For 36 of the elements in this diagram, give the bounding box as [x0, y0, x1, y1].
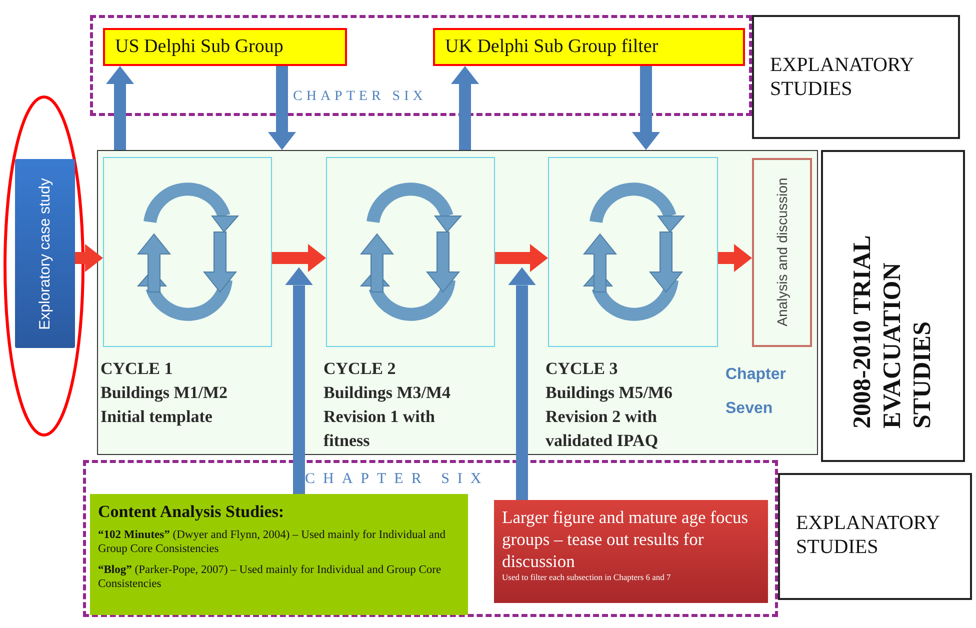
- case-study-box: [15, 159, 75, 348]
- block-arrow: [285, 267, 313, 494]
- case-study-label: Exploratory case study: [36, 178, 54, 330]
- analysis-label: Analysis and discussion: [774, 178, 790, 326]
- block-arrow: [495, 244, 548, 272]
- card-heading: Content Analysis Studies:: [98, 501, 286, 523]
- block-arrow: [718, 244, 752, 272]
- cycle-description: CYCLE 1 Buildings M1/M2 Initial template: [100, 358, 229, 428]
- sub-group-box: UK Delphi Sub Group filter: [433, 28, 745, 66]
- explanatory-studies-box: EXPLANATORY STUDIES: [778, 473, 972, 600]
- trial-studies-label: 2008-2010 TRIAL EVACUATION STUDIES: [848, 235, 937, 428]
- trial-studies-box: [821, 150, 965, 462]
- sub-group-box: US Delphi Sub Group: [103, 28, 347, 66]
- block-arrow: [632, 66, 660, 150]
- cycle-description: CYCLE 2 Buildings M3/M4 Revision 1 with fitness: [324, 358, 452, 452]
- block-arrow: [106, 66, 134, 150]
- explanatory-studies-box: EXPLANATORY STUDIES: [752, 15, 960, 139]
- dashed-chapter-band: [83, 460, 778, 617]
- chapter-heading: CHAPTER SIX: [293, 88, 427, 106]
- block-arrow: [508, 267, 536, 500]
- block-arrow: [451, 66, 479, 150]
- block-arrow: [268, 66, 296, 150]
- chapter-note: Chapter Seven: [726, 364, 787, 418]
- block-arrow: [272, 244, 326, 272]
- study-note: “102 Minutes” (Dwyer and Flynn, 2004) – Used mainly for Individual and Group Core Consistencies: [98, 528, 447, 556]
- focus-group-note: Used to filter each subsection in Chapters 6 and 7: [502, 572, 672, 583]
- content-analysis-card: [90, 494, 468, 615]
- chapter-heading: CHAPTER SIX: [305, 470, 490, 488]
- block-arrow: [75, 244, 103, 272]
- focus-group-card: [494, 500, 768, 603]
- analysis-box: [752, 158, 812, 346]
- study-note: “Blog” (Parker-Pope, 2007) – Used mainly for Individual and Group Core Consistencies: [98, 563, 442, 591]
- focus-group-text: Larger figure and mature age focus groups – tease out results for discussion: [502, 506, 750, 572]
- cycle-description: CYCLE 3 Buildings M5/M6 Revision 2 with validated IPAQ: [546, 358, 674, 452]
- dashed-chapter-band: [90, 15, 752, 116]
- cycle-panel: [97, 150, 818, 455]
